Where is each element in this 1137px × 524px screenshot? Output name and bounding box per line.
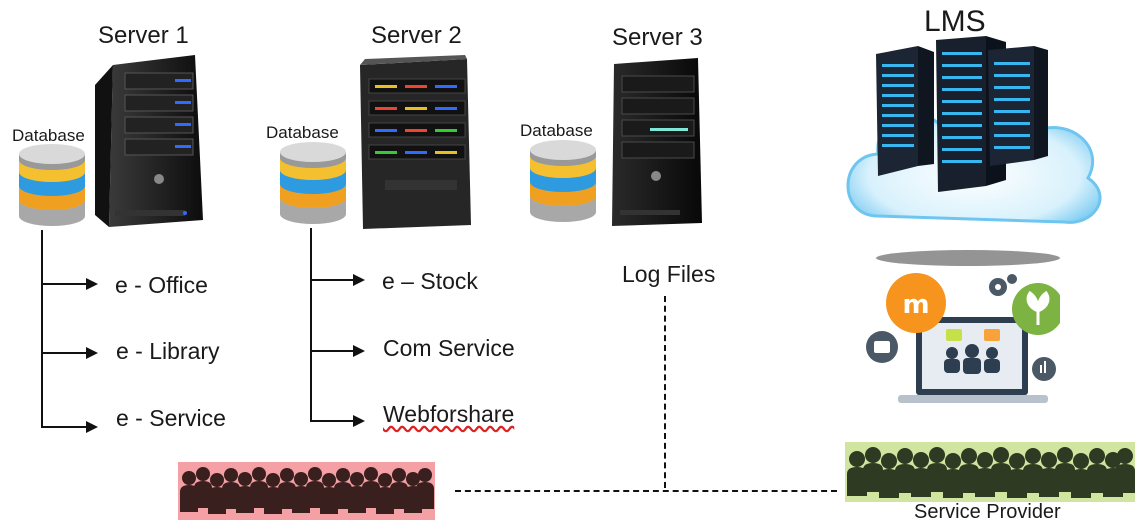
connector — [41, 283, 87, 285]
server-2-title: Server 2 — [371, 22, 462, 49]
service-provider-label: Service Provider — [914, 501, 1061, 523]
users-provider-connector — [455, 490, 837, 492]
server-1-title: Server 1 — [98, 22, 189, 49]
arrow-icon — [353, 415, 365, 427]
server-3-tower-icon — [610, 58, 705, 228]
server-2-tree-trunk — [310, 228, 312, 422]
service-item: Com Service — [383, 335, 515, 361]
arrow-icon — [86, 347, 98, 359]
connector — [310, 279, 354, 281]
server-2-tower-icon — [355, 55, 475, 230]
connector — [310, 350, 354, 352]
database-icon — [528, 138, 598, 226]
service-item: e – Stock — [382, 268, 478, 294]
arrow-icon — [353, 274, 365, 286]
cloud-server-icon — [838, 36, 1110, 268]
lms-title: LMS — [924, 5, 986, 38]
connector — [41, 426, 87, 428]
server-2-db-label: Database — [266, 123, 339, 142]
svg-text:m: m — [902, 290, 929, 320]
moodle-logo-icon — [886, 273, 946, 333]
database-icon — [278, 140, 348, 228]
server-3-title: Server 3 — [612, 24, 703, 51]
connector — [41, 352, 87, 354]
users-crowd — [178, 462, 435, 520]
service-item: Webforshare — [383, 401, 515, 427]
server-3-db-label: Database — [520, 121, 593, 140]
server-1-db-label: Database — [12, 126, 85, 145]
provider-crowd — [845, 442, 1135, 502]
server-1-tower-icon — [95, 55, 205, 230]
arrow-icon — [353, 345, 365, 357]
database-icon — [17, 142, 87, 230]
connector — [310, 420, 354, 422]
service-item: e - Service — [116, 405, 226, 431]
arrow-icon — [86, 278, 98, 290]
server-1-tree-trunk — [41, 230, 43, 428]
log-files-label: Log Files — [622, 261, 716, 287]
elearning-laptop-icon: m — [860, 273, 1064, 411]
log-files-connector — [664, 296, 666, 488]
service-item: e - Library — [116, 338, 220, 364]
service-item: e - Office — [115, 272, 208, 298]
arrow-icon — [86, 421, 98, 433]
